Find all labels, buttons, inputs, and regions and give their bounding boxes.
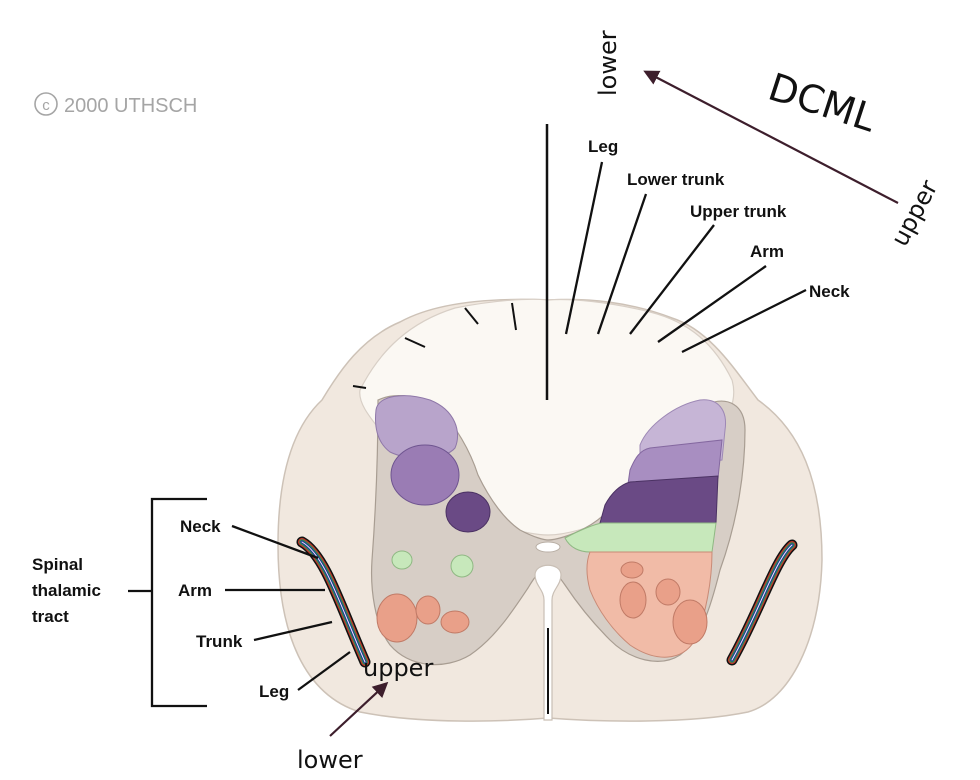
dcml-title: DCML <box>763 65 881 141</box>
label-leg: Leg <box>588 137 618 156</box>
label-st-leg: Leg <box>259 682 289 701</box>
label-st-arm: Arm <box>178 581 212 600</box>
dcml-arrow <box>643 70 899 204</box>
right-purple-mid <box>627 439 723 485</box>
spinal-tract-label-line1: Spinal <box>32 555 83 574</box>
left-purple-cap <box>375 395 459 459</box>
st-upper-label: upper <box>363 654 433 682</box>
right-purple-dark <box>599 475 719 524</box>
label-st-neck: Neck <box>180 517 221 536</box>
label-st-trunk: Trunk <box>196 632 243 651</box>
st-arrow <box>329 681 389 737</box>
right-salmon-nucleus-1 <box>620 561 644 579</box>
copyright-symbol-icon <box>34 92 58 116</box>
left-spinothalamic-tract <box>296 536 371 668</box>
left-green-nucleus-1 <box>391 550 413 570</box>
copyright-mark: c 2000 UTHSCH <box>34 92 197 117</box>
left-tick-marks <box>352 302 517 389</box>
copyright-text: 2000 UTHSCH <box>64 95 197 117</box>
left-dorsal-horn <box>375 395 491 643</box>
right-salmon-nucleus-2 <box>619 581 647 619</box>
left-green-nucleus-2 <box>450 554 474 578</box>
dcml-lower-label: lower <box>594 30 622 96</box>
spinal-tract-label-line2: thalamic <box>32 581 101 600</box>
right-spinothalamic-tract <box>726 539 798 666</box>
left-salmon-nucleus-1 <box>376 593 418 643</box>
right-salmon-nucleus-3 <box>655 578 681 606</box>
right-dorsal-horn <box>564 399 727 658</box>
label-neck: Neck <box>809 282 850 301</box>
label-lower-trunk: Lower trunk <box>627 170 725 189</box>
spinothalamic-leader-lines <box>225 524 351 691</box>
right-salmon-nucleus-4 <box>672 599 708 645</box>
left-salmon-nucleus-3 <box>440 610 470 634</box>
central-canal <box>535 541 561 553</box>
dcml-upper-label: upper <box>886 175 944 250</box>
spinothalamic-bracket <box>128 497 207 708</box>
spinal-tract-label-line3: tract <box>32 607 69 626</box>
left-purple-dark <box>445 491 491 533</box>
dcml-leader-lines <box>564 161 807 354</box>
left-salmon-nucleus-2 <box>415 595 441 625</box>
st-lower-label: lower <box>297 746 363 774</box>
label-upper-trunk: Upper trunk <box>690 202 787 221</box>
copyright-c-glyph: c <box>42 97 50 114</box>
right-green-band <box>564 522 717 553</box>
left-purple-mid <box>390 444 460 506</box>
label-arm: Arm <box>750 242 784 261</box>
